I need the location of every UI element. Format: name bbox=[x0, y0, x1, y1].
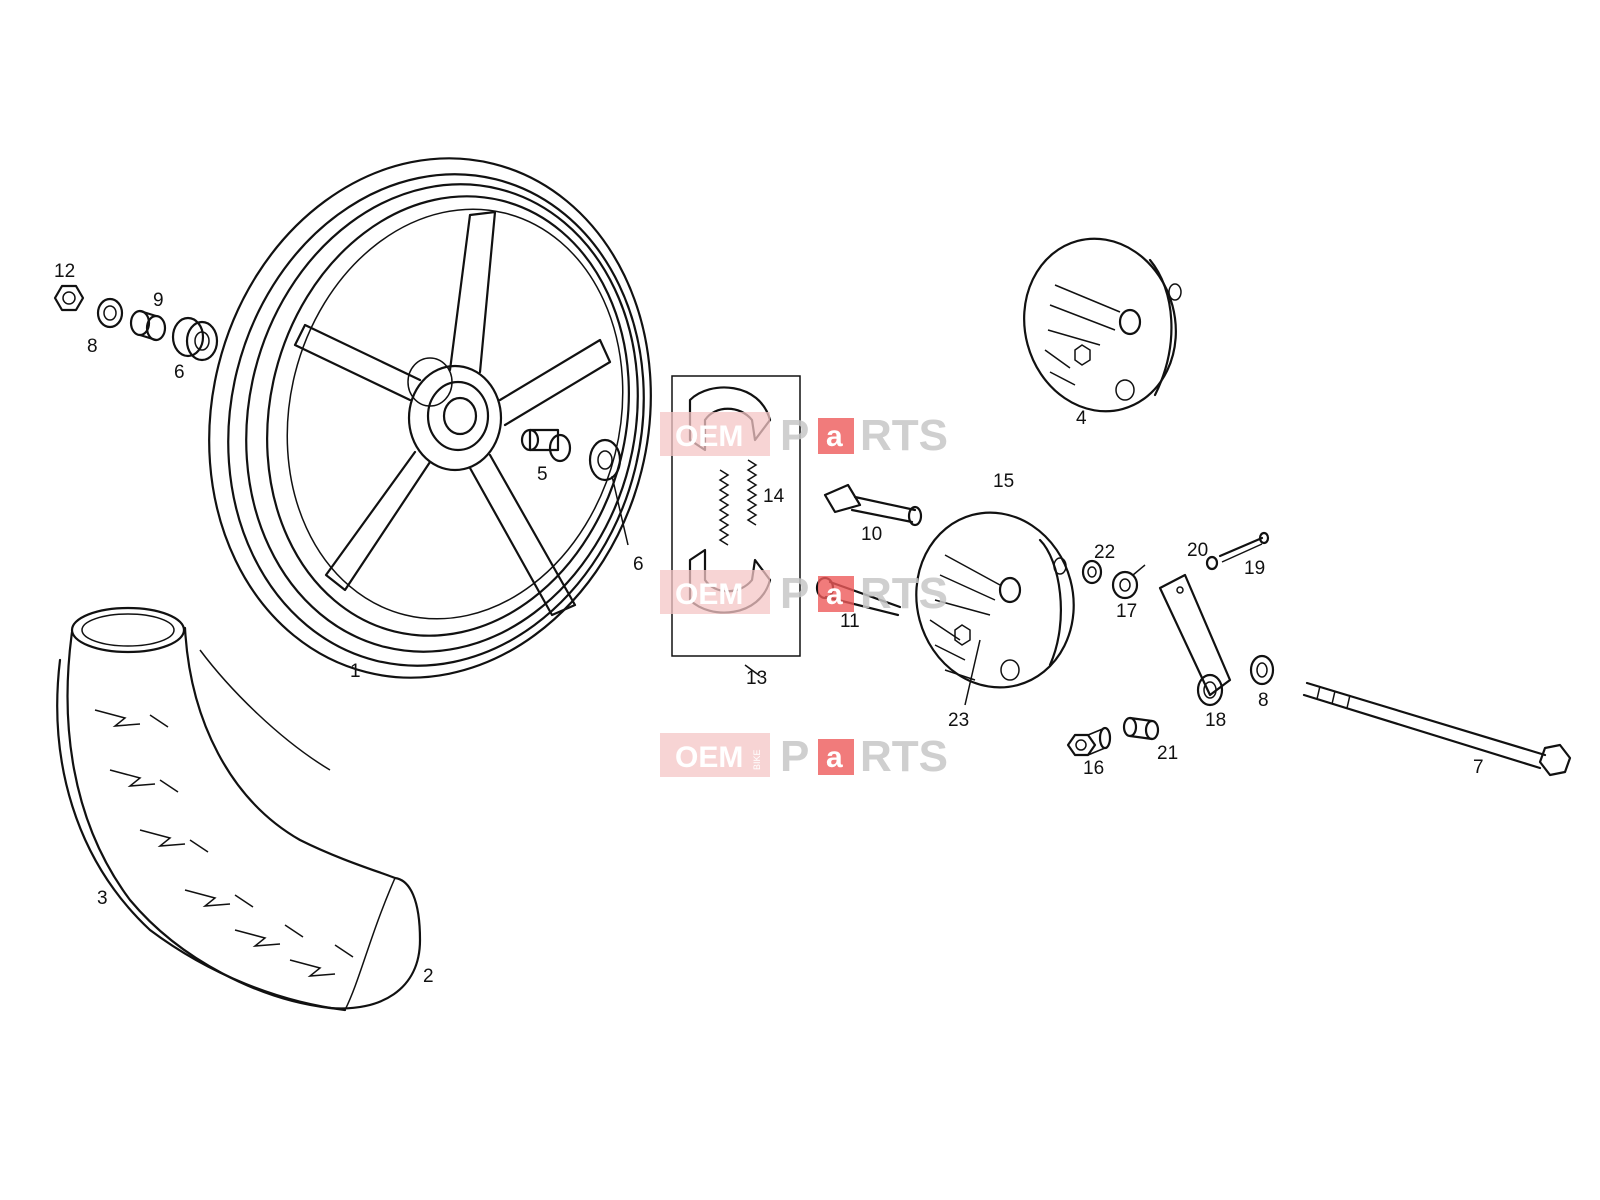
part-8-washer-left bbox=[96, 297, 124, 329]
part-6-bearing-right bbox=[588, 438, 629, 546]
svg-text:P: P bbox=[780, 569, 809, 618]
callout-9: 9 bbox=[153, 290, 164, 311]
watermark-top: OEM P a RTS bbox=[660, 411, 948, 460]
part-21-bushing bbox=[1122, 716, 1160, 741]
part-22-washer bbox=[1081, 559, 1103, 585]
callout-5: 5 bbox=[537, 464, 548, 485]
part-12-nut bbox=[53, 284, 85, 312]
callout-6-right: 6 bbox=[633, 554, 644, 575]
svg-text:P: P bbox=[780, 411, 809, 460]
part-4-brake-plate bbox=[1023, 237, 1182, 413]
callout-10: 10 bbox=[861, 524, 882, 545]
callout-19: 19 bbox=[1244, 558, 1265, 579]
svg-text:P: P bbox=[780, 732, 809, 781]
part-14-brake-springs bbox=[718, 459, 758, 546]
callout-17: 17 bbox=[1116, 601, 1137, 622]
callout-23: 23 bbox=[948, 710, 969, 731]
callout-18: 18 bbox=[1205, 710, 1226, 731]
callout-labels: 1 2 3 4 5 6 6 7 8 8 9 10 11 12 13 14 15 … bbox=[54, 261, 1484, 987]
callout-13: 13 bbox=[746, 668, 767, 689]
svg-text:a: a bbox=[826, 578, 843, 611]
callout-11: 11 bbox=[840, 611, 860, 632]
callout-3: 3 bbox=[97, 888, 108, 909]
part-1-wheel-rim bbox=[208, 157, 652, 679]
part-20-nut bbox=[1205, 555, 1219, 571]
callout-4: 4 bbox=[1076, 408, 1087, 429]
part-18-brake-lever bbox=[1158, 573, 1232, 707]
callout-6-left: 6 bbox=[174, 362, 185, 383]
callout-20: 20 bbox=[1187, 540, 1208, 561]
svg-text:RTS: RTS bbox=[860, 732, 948, 781]
svg-text:OEM: OEM bbox=[675, 420, 743, 453]
part-16-nut bbox=[1066, 726, 1112, 757]
callout-8-left: 8 bbox=[87, 336, 98, 357]
callout-14: 14 bbox=[763, 486, 785, 507]
svg-text:BIKE: BIKE bbox=[752, 749, 762, 770]
part-9-spacer bbox=[129, 309, 167, 342]
part-15-brake-plate bbox=[915, 511, 1075, 706]
callout-16: 16 bbox=[1083, 758, 1104, 779]
watermark-middle: OEM P a RTS bbox=[660, 569, 948, 618]
callout-21: 21 bbox=[1157, 743, 1178, 764]
callout-8-right: 8 bbox=[1258, 690, 1269, 711]
callout-15: 15 bbox=[993, 471, 1014, 492]
callout-22: 22 bbox=[1094, 542, 1115, 563]
svg-text:OEM: OEM bbox=[675, 741, 743, 774]
svg-text:OEM: OEM bbox=[675, 578, 743, 611]
part-17-indicator bbox=[1111, 564, 1146, 600]
part-19-bolt bbox=[1218, 531, 1270, 563]
callout-2: 2 bbox=[423, 966, 434, 987]
part-8-washer-right bbox=[1249, 654, 1275, 686]
watermark-bottom: OEM BIKE P a RTS bbox=[660, 732, 948, 781]
svg-text:a: a bbox=[826, 420, 843, 453]
part-6-bearing-left bbox=[171, 316, 219, 362]
svg-text:a: a bbox=[826, 741, 843, 774]
part-3-tyre bbox=[56, 606, 422, 1012]
svg-text:RTS: RTS bbox=[860, 411, 948, 460]
part-7-axle bbox=[1302, 681, 1572, 777]
svg-text:RTS: RTS bbox=[860, 569, 948, 618]
part-10-brake-cam bbox=[823, 483, 923, 527]
callout-1: 1 bbox=[350, 661, 361, 682]
part-5-spacer bbox=[520, 428, 572, 463]
callout-12: 12 bbox=[54, 261, 75, 282]
callout-7: 7 bbox=[1473, 757, 1484, 778]
